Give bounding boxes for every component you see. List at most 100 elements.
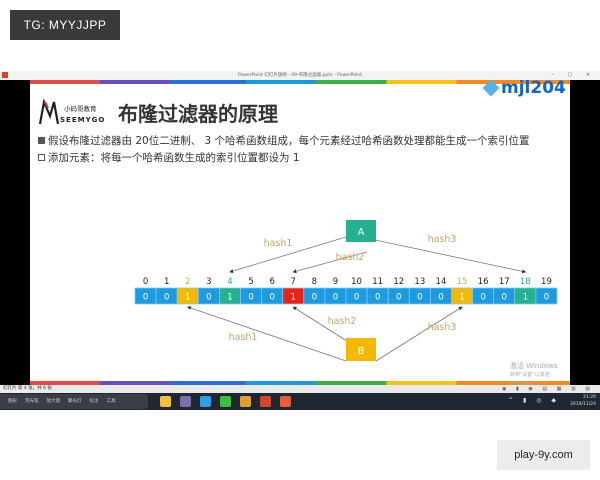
slide-title: 布隆过滤器的原理 <box>118 102 278 126</box>
file-explorer-taskbar-icon[interactable] <box>160 396 171 407</box>
svg-text:小码哥教育: 小码哥教育 <box>64 104 97 113</box>
window-controls[interactable]: – ▢ × <box>551 72 596 78</box>
index-label: 0 <box>143 277 148 287</box>
status-bar: 幻灯片 第 4 张，共 6 张 ◉ ▮ ◉ ▤ ▦ ▥ ▧ <box>0 385 600 393</box>
play-logo-icon <box>482 79 500 97</box>
index-label: 6 <box>269 277 274 287</box>
presenter-tool-4[interactable]: 标注 <box>89 399 99 404</box>
bit-value: 0 <box>206 293 211 303</box>
presenter-tool-5[interactable]: 工具 <box>106 399 116 404</box>
recorder-taskbar-icon[interactable] <box>280 396 291 407</box>
index-label: 5 <box>248 277 253 287</box>
bit-value: 0 <box>354 293 359 303</box>
bit-value: 0 <box>375 293 380 303</box>
activate-windows-watermark: 激活 Windows 转到"设置"以激活Windows。 <box>510 362 570 385</box>
powerpoint-taskbar-icon[interactable] <box>260 396 271 407</box>
bullet-2: 添加元素：将每一个哈希函数生成的索引位置都设为 1 <box>38 150 300 165</box>
chrome-taskbar-icon[interactable] <box>240 396 251 407</box>
presenter-tool-1[interactable]: 荧光笔 <box>25 399 39 404</box>
bit-cell <box>535 287 558 305</box>
bit-value: 0 <box>333 293 338 303</box>
svg-text:SEEMYGO: SEEMYGO <box>60 116 105 124</box>
bit-value: 0 <box>312 293 317 303</box>
index-label: 12 <box>393 277 404 287</box>
index-label: 18 <box>520 277 531 287</box>
view-buttons[interactable]: ◉ ▮ ◉ ▤ ▦ ▥ ▧ <box>502 386 594 392</box>
site-watermark-badge: play-9y.com <box>497 440 590 470</box>
xmind-taskbar-icon[interactable] <box>200 396 211 407</box>
bullet-text: 添加元素：将每一个哈希函数生成的索引位置都设为 1 <box>48 152 300 164</box>
bloom-filter-diagram: 0010213041506071809010011012013014015116… <box>134 220 558 362</box>
index-label: 2 <box>185 277 190 287</box>
hash-arrow-a <box>292 251 368 274</box>
presenter-tool-3[interactable]: 聚光灯 <box>68 399 82 404</box>
seemygo-logo: 小码哥教育 SEEMYGO <box>38 98 110 126</box>
camtasia-taskbar-icon[interactable] <box>220 396 231 407</box>
bit-value: 0 <box>417 293 422 303</box>
element-b-box <box>346 338 376 361</box>
bit-value: 1 <box>227 293 232 303</box>
bit-value: 0 <box>480 293 485 303</box>
activation-line-1: 激活 Windows <box>510 362 558 370</box>
slide: 小码哥教育 SEEMYGO 布隆过滤器的原理 假设布隆过滤器由 20位二进制、 … <box>30 80 570 385</box>
index-label: 9 <box>333 277 338 287</box>
bit-value: 0 <box>248 293 253 303</box>
bit-value: 0 <box>143 293 148 303</box>
index-label: 17 <box>499 277 510 287</box>
slide-counter: 幻灯片 第 4 张，共 6 张 <box>3 386 52 391</box>
index-label: 1 <box>164 277 169 287</box>
bit-value: 0 <box>396 293 401 303</box>
hash-arrow-a <box>360 236 527 274</box>
top-rainbow-stripe <box>30 80 570 84</box>
activation-line-2: 转到"设置"以激活Windows。 <box>510 372 550 385</box>
hash-arrow-b <box>375 306 463 362</box>
bit-value: 0 <box>502 293 507 303</box>
hash-label-a: hash2 <box>336 252 365 263</box>
powerpoint-icon <box>2 72 8 78</box>
element-a-label: A <box>358 227 365 238</box>
presenter-tool-2[interactable]: 放大镜 <box>46 399 61 404</box>
index-label: 16 <box>478 277 489 287</box>
hash-label-a: hash3 <box>428 234 457 245</box>
index-label: 7 <box>291 277 296 287</box>
hash-label-b: hash1 <box>229 332 258 343</box>
mjl-watermark: mjl204 <box>482 78 566 98</box>
telegram-watermark-badge: TG: MYYJJPP <box>10 10 120 40</box>
window-title: PowerPoint 幻灯片放映 - 09-布隆过滤器.pptx - Power… <box>238 73 362 78</box>
bullet-text: 假设布隆过滤器由 20位二进制、 3 个哈希函数组成，每个元素经过哈希函数处理都… <box>48 135 530 147</box>
index-label: 14 <box>436 277 447 287</box>
clock-time: 21:26 <box>583 395 596 400</box>
presenter-tool-0[interactable]: 图形 <box>8 399 17 404</box>
tray-icons[interactable]: ^ ▮ ◎ ◆ <box>508 397 560 404</box>
media-app-taskbar-icon[interactable] <box>180 396 191 407</box>
element-a-box <box>346 220 376 242</box>
hash-arrow-a <box>229 236 347 273</box>
hash-label-b: hash3 <box>428 322 457 333</box>
bit-value: 0 <box>438 293 443 303</box>
bullet-1: 假设布隆过滤器由 20位二进制、 3 个哈希函数组成，每个元素经过哈希函数处理都… <box>38 133 530 148</box>
clock[interactable]: 21:26 2019/11/24 <box>570 394 596 408</box>
bottom-rainbow-stripe <box>30 381 570 385</box>
bit-value: 0 <box>164 293 169 303</box>
bit-value: 1 <box>523 293 528 303</box>
bit-value: 1 <box>291 293 296 303</box>
filled-square-bullet-icon <box>38 137 45 144</box>
index-label: 10 <box>351 277 362 287</box>
hash-label-a: hash1 <box>264 238 293 249</box>
index-label: 11 <box>372 277 383 287</box>
watermark-text: mjl204 <box>501 78 566 98</box>
clock-date: 2019/11/24 <box>570 402 596 407</box>
bit-value: 0 <box>269 293 274 303</box>
hash-arrow-b <box>186 306 347 362</box>
hollow-square-bullet-icon <box>38 154 45 161</box>
bit-value: 1 <box>459 293 464 303</box>
bit-value: 1 <box>185 293 190 303</box>
presenter-toolbar: 图形 荧光笔 放大镜 聚光灯 标注 工具 <box>0 394 148 409</box>
index-label: 4 <box>227 277 232 287</box>
index-label: 19 <box>541 277 552 287</box>
hash-label-b: hash2 <box>328 316 357 327</box>
index-label: 8 <box>312 277 317 287</box>
index-label: 13 <box>414 277 425 287</box>
index-label: 15 <box>457 277 468 287</box>
taskbar: 图形 荧光笔 放大镜 聚光灯 标注 工具 ^ ▮ ◎ ◆ 21:26 2019/11/24 <box>0 393 600 410</box>
